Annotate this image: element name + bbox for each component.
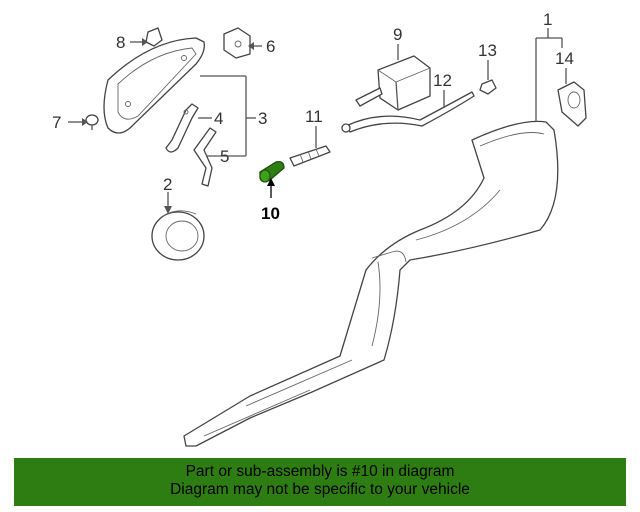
callout-1: 1 — [543, 10, 552, 29]
callout-5: 5 — [220, 147, 229, 166]
callout-2: 2 — [163, 175, 172, 194]
part-2-fuel-cap — [151, 210, 205, 261]
callout-13: 13 — [478, 41, 497, 60]
callout-12: 12 — [433, 71, 452, 90]
part-13-clip — [479, 79, 497, 95]
callout-10: 10 — [261, 204, 280, 223]
part-5-spring — [193, 127, 217, 187]
callout-14: 14 — [555, 49, 574, 68]
banner-line-1: Part or sub-assembly is #10 in diagram — [185, 463, 455, 480]
leader-lines — [68, 28, 567, 214]
part-8-clip — [145, 27, 163, 47]
fuel-door-panel — [103, 37, 205, 134]
part-7-screw — [85, 114, 99, 130]
banner-line-2: Diagram may not be specific to your vehi… — [170, 481, 470, 498]
part-9-actuator — [355, 55, 431, 111]
callout-4: 4 — [214, 109, 223, 128]
callout-6: 6 — [266, 37, 275, 56]
parts-diagram: 1 2 3 4 5 6 7 8 9 10 11 12 13 14 — [52, 10, 587, 447]
info-banner: Part or sub-assembly is #10 in diagram D… — [14, 458, 626, 506]
part-14-bracket — [557, 81, 587, 127]
callout-7: 7 — [52, 113, 61, 132]
part-12-cable — [341, 91, 475, 133]
part-11-pin — [289, 145, 331, 167]
part-10-bushing — [259, 160, 285, 183]
part-1-quarter-panel — [183, 120, 559, 447]
part-6-hinge — [223, 27, 251, 59]
callout-9: 9 — [393, 25, 402, 44]
callout-11: 11 — [305, 107, 323, 126]
part-4-link — [165, 103, 199, 153]
callout-8: 8 — [116, 33, 125, 52]
callout-3: 3 — [258, 109, 267, 128]
